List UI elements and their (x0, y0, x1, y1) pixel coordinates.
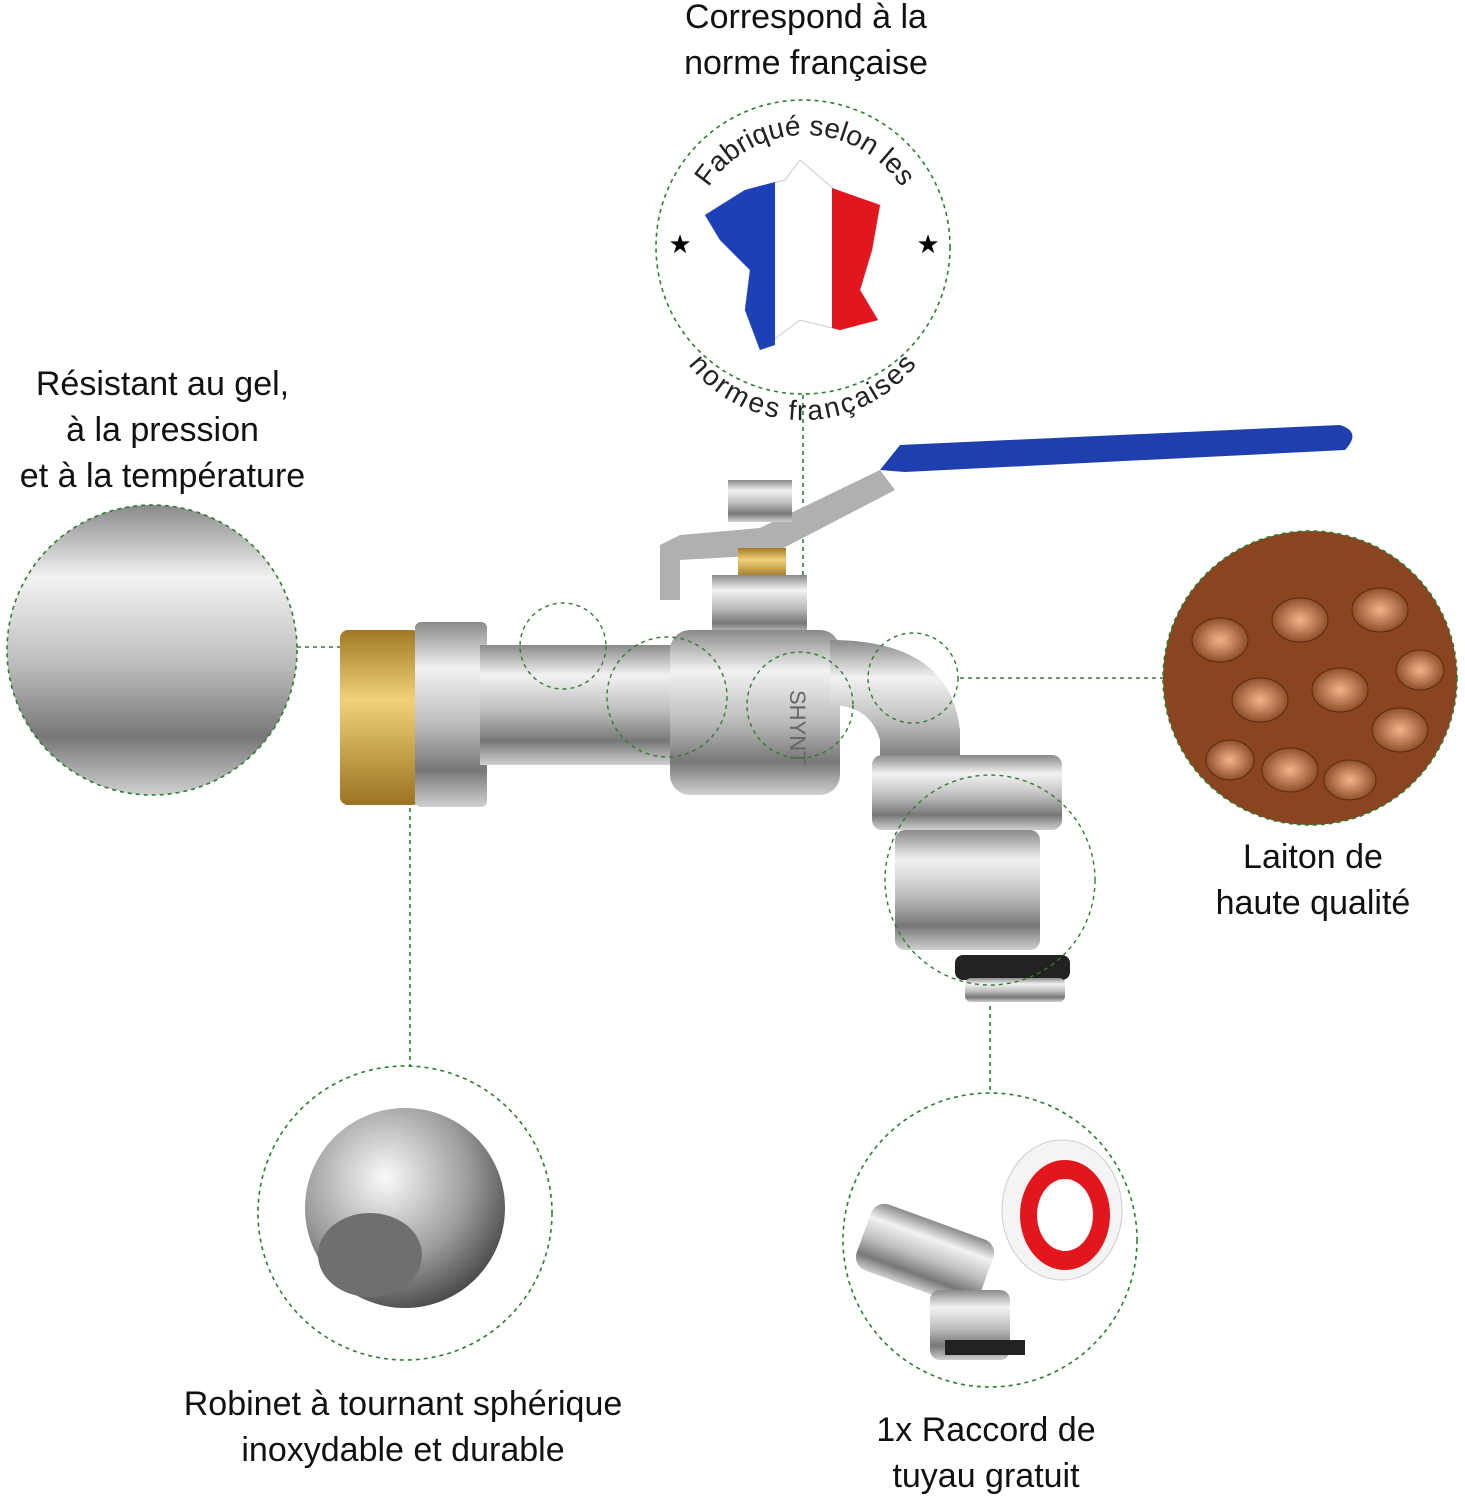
french-norm-stamp: ★ ★ Fabriqué selon les normes françaises (655, 99, 951, 426)
hose-connector-gift-detail (842, 1092, 1138, 1388)
brass-tubes-detail (1162, 530, 1458, 826)
chrome-surface-detail (6, 504, 298, 796)
top-caption: Correspond à la norme française (606, 0, 1006, 86)
caption-line: à la pression (66, 411, 259, 449)
caption-line: 1x Raccord de (876, 1411, 1096, 1449)
caption-line: Laiton de (1243, 838, 1383, 876)
right-caption: Laiton de haute qualité (1163, 834, 1463, 926)
caption-line: inoxydable et durable (241, 1431, 565, 1469)
left-caption: Résistant au gel, à la pression et à la … (0, 361, 345, 499)
faucet-image: SHYNT (340, 425, 1353, 1002)
star-icon: ★ (916, 229, 939, 259)
star-icon: ★ (668, 229, 691, 259)
caption-line: haute qualité (1215, 884, 1411, 922)
caption-line: Robinet à tournant sphérique (183, 1385, 623, 1423)
caption-line: Résistant au gel, (35, 365, 290, 403)
caption-line: tuyau gratuit (892, 1457, 1080, 1495)
caption-line: norme française (684, 44, 928, 82)
faucet-marking: SHYNT (785, 690, 810, 765)
caption-line: et à la température (19, 457, 306, 495)
ball-valve-detail (257, 1065, 553, 1361)
caption-line: Correspond à la (685, 0, 927, 36)
bottom-left-caption: Robinet à tournant sphérique inoxydable … (103, 1381, 703, 1473)
bottom-right-caption: 1x Raccord de tuyau gratuit (786, 1407, 1186, 1499)
